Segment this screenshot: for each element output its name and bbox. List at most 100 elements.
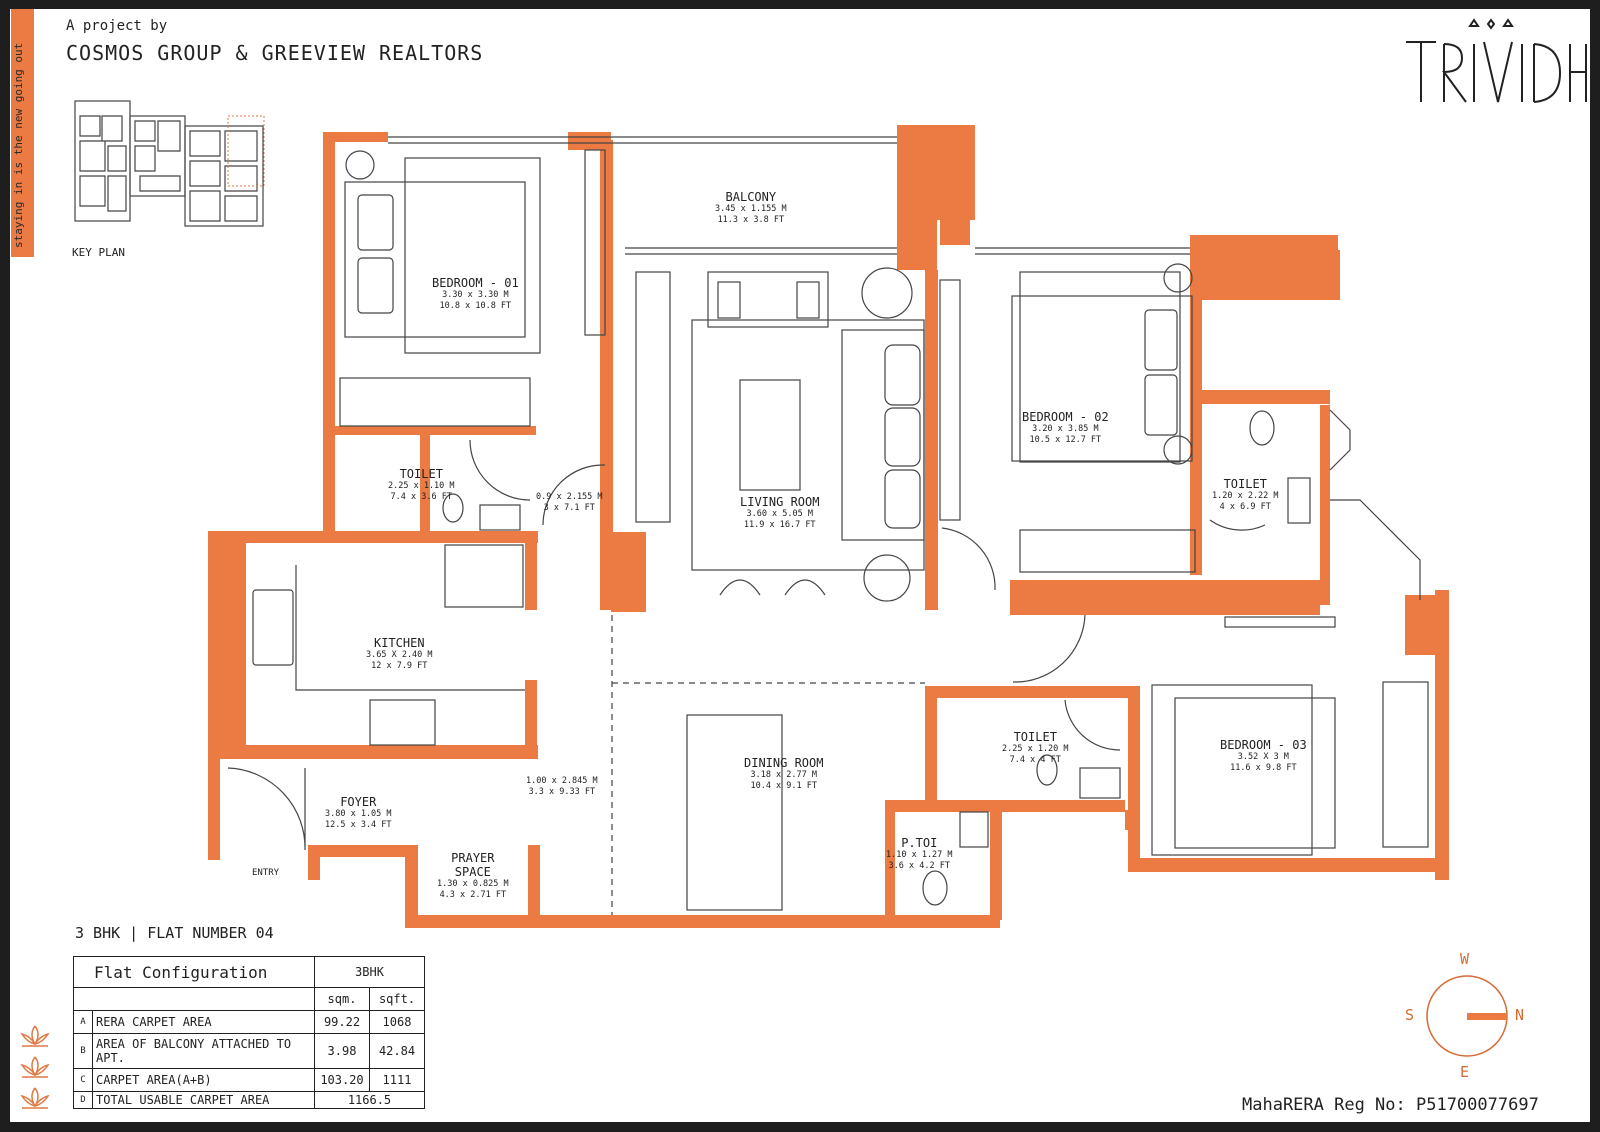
row-sqm: 99.22 (314, 1010, 370, 1034)
row-sqft: 1111 (369, 1068, 425, 1092)
side-accent-strip (11, 9, 34, 257)
lotus-icon (20, 1087, 50, 1109)
key-plan-label: KEY PLAN (72, 246, 125, 259)
toilet2-label: TOILET 1.20 x 2.22 M 4 x 6.9 FT (1212, 477, 1279, 513)
row-letter: C (73, 1068, 93, 1092)
lotus-icon (20, 1025, 50, 1047)
row-sqft: 42.84 (369, 1033, 425, 1069)
foyer-label: FOYER 3.80 x 1.05 M 12.5 x 3.4 FT (325, 795, 392, 831)
dining-room-label: DINING ROOM 3.18 x 2.77 M 10.4 x 9.1 FT (744, 756, 823, 792)
passage-label: 0.9 x 2.155 M 3 x 7.1 FT (536, 492, 603, 514)
bedroom3-dims-ft: 11.6 x 9.8 FT (1230, 763, 1297, 773)
kitchen-dims-ft: 12 x 7.9 FT (371, 661, 428, 671)
toilet1-label: TOILET 2.25 x 1.10 M 7.4 x 3.6 FT (388, 467, 455, 503)
unit-sqm: sqm. (314, 987, 370, 1011)
units-spacer (73, 987, 315, 1011)
corridor-dims-m: 1.00 x 2.845 M (526, 776, 598, 786)
row-sqm: 3.98 (314, 1033, 370, 1069)
ptoi-label: P.TOI 1.10 x 1.27 M 3.6 x 4.2 FT (886, 836, 953, 872)
bedroom1-dims-m: 3.30 x 3.30 M (442, 290, 509, 300)
foyer-name: FOYER (340, 795, 377, 809)
toilet1-dims-m: 2.25 x 1.10 M (388, 481, 455, 491)
unit-sqft: sqft. (369, 987, 425, 1011)
ptoi-name: P.TOI (901, 836, 938, 850)
prayer-space-label: PRAYER SPACE 1.30 x 0.825 M 4.3 x 2.71 F… (437, 851, 509, 901)
row-sqft: 1068 (369, 1010, 425, 1034)
row-letter: A (73, 1010, 93, 1034)
trividh-logo (1406, 18, 1587, 103)
outlines (227, 136, 1429, 915)
prayer-dims-ft: 4.3 x 2.71 FT (439, 890, 507, 900)
compass-e: E (1460, 1063, 1470, 1081)
table-row: D TOTAL USABLE CARPET AREA 1166.5 (73, 1091, 425, 1109)
toilet3-name: TOILET (1013, 730, 1057, 744)
flat-configuration-table: Flat Configuration 3BHK sqm. sqft. A RER… (73, 956, 425, 1109)
kitchen-label: KITCHEN 3.65 X 2.40 M 12 x 7.9 FT (366, 636, 433, 672)
table-type: 3BHK (314, 956, 425, 988)
row-label: TOTAL USABLE CARPET AREA (92, 1091, 315, 1109)
table-row: B AREA OF BALCONY ATTACHED TO APT. 3.98 … (73, 1033, 425, 1069)
row-letter: D (73, 1091, 93, 1109)
bedroom1-label: BEDROOM - 01 3.30 x 3.30 M 10.8 x 10.8 F… (432, 276, 519, 312)
compass-w: W (1460, 950, 1470, 968)
flat-title: 3 BHK | FLAT NUMBER 04 (75, 924, 274, 942)
row-total: 1166.5 (314, 1091, 425, 1109)
corridor-label: 1.00 x 2.845 M 3.3 x 9.33 FT (526, 776, 598, 798)
toilet1-dims-ft: 7.4 x 3.6 FT (390, 492, 452, 502)
bedroom2-name: BEDROOM - 02 (1022, 410, 1109, 424)
kitchen-name: KITCHEN (373, 636, 425, 650)
dining-room-dims-ft: 10.4 x 9.1 FT (750, 781, 817, 791)
balcony-dims-m: 3.45 x 1.155 M (715, 204, 787, 214)
developer-name: COSMOS GROUP & GREEVIEW REALTORS (66, 41, 484, 65)
row-sqm: 103.20 (314, 1068, 370, 1092)
rera-registration: MahaRERA Reg No: P51700077697 (1242, 1095, 1539, 1115)
bedroom2-label: BEDROOM - 02 3.20 x 3.85 M 10.5 x 12.7 F… (1022, 410, 1109, 446)
table-title: Flat Configuration (73, 956, 315, 988)
bedroom3-label: BEDROOM - 03 3.52 X 3 M 11.6 x 9.8 FT (1220, 738, 1307, 774)
compass-icon (1426, 975, 1508, 1057)
ptoi-dims-m: 1.10 x 1.27 M (886, 850, 953, 860)
bedroom3-name: BEDROOM - 03 (1220, 738, 1307, 752)
passage-dims-m: 0.9 x 2.155 M (536, 492, 603, 502)
toilet3-dims-ft: 7.4 x 4 FT (1009, 755, 1061, 765)
lotus-icon (20, 1056, 50, 1078)
passage-dims-ft: 3 x 7.1 FT (543, 503, 595, 513)
row-letter: B (73, 1033, 93, 1069)
ptoi-dims-ft: 3.6 x 4.2 FT (888, 861, 950, 871)
toilet2-name: TOILET (1223, 477, 1267, 491)
dining-room-name: DINING ROOM (744, 756, 824, 770)
toilet2-dims-m: 1.20 x 2.22 M (1212, 491, 1279, 501)
bedroom1-dims-ft: 10.8 x 10.8 FT (439, 301, 512, 311)
table-header-row: Flat Configuration 3BHK (73, 956, 425, 988)
project-by-label: A project by (66, 18, 168, 34)
toilet3-label: TOILET 2.25 x 1.20 M 7.4 x 4 FT (1002, 730, 1069, 766)
row-label: RERA CARPET AREA (92, 1010, 315, 1034)
toilet3-dims-m: 2.25 x 1.20 M (1002, 744, 1069, 754)
prayer-name-2: SPACE (454, 865, 491, 879)
living-room-name: LIVING ROOM (740, 495, 820, 509)
prayer-dims-m: 1.30 x 0.825 M (437, 879, 509, 889)
dining-room-dims-m: 3.18 x 2.77 M (750, 770, 817, 780)
bedroom3-dims-m: 3.52 X 3 M (1237, 752, 1289, 762)
corridor-dims-ft: 3.3 x 9.33 FT (528, 787, 596, 797)
compass-n: N (1515, 1006, 1525, 1024)
walls (208, 125, 1449, 928)
bedroom2-dims-ft: 10.5 x 12.7 FT (1029, 435, 1102, 445)
table-units-row: sqm. sqft. (73, 987, 425, 1011)
balcony-name: BALCONY (725, 190, 777, 204)
living-room-dims-m: 3.60 x 5.05 M (746, 509, 813, 519)
bedroom1-name: BEDROOM - 01 (432, 276, 519, 290)
entry-label: ENTRY (252, 868, 280, 878)
foyer-dims-m: 3.80 x 1.05 M (325, 809, 392, 819)
toilet1-name: TOILET (399, 467, 443, 481)
living-room-label: LIVING ROOM 3.60 x 5.05 M 11.9 x 16.7 FT (740, 495, 819, 531)
prayer-name-1: PRAYER (451, 851, 495, 865)
table-row: A RERA CARPET AREA 99.22 1068 (73, 1010, 425, 1034)
foyer-dims-ft: 12.5 x 3.4 FT (325, 820, 392, 830)
table-row: C CARPET AREA(A+B) 103.20 1111 (73, 1068, 425, 1092)
compass-s: S (1405, 1006, 1415, 1024)
key-plan-diagram (74, 100, 265, 227)
row-label: AREA OF BALCONY ATTACHED TO APT. (92, 1033, 315, 1069)
